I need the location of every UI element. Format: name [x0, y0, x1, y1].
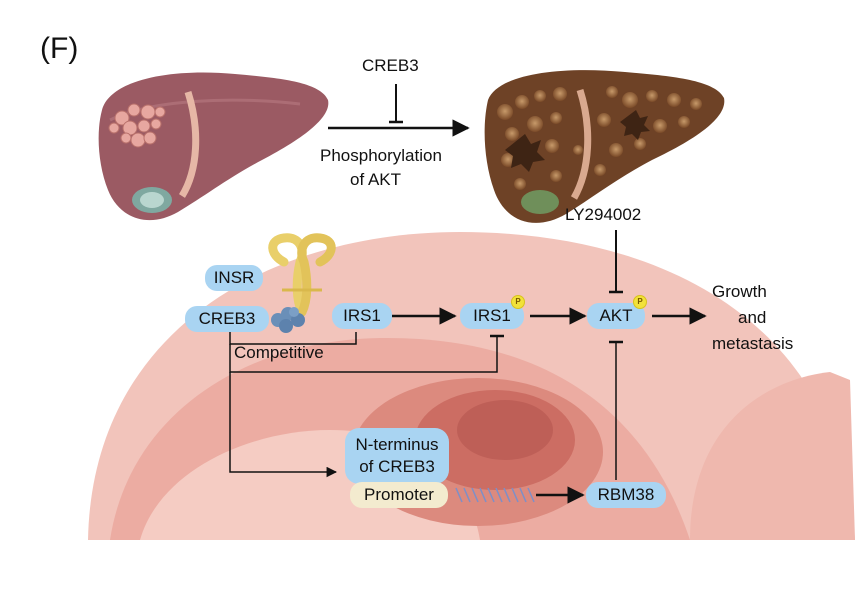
- creb3-node: CREB3: [185, 306, 269, 332]
- metastasis-label: metastasis: [712, 334, 794, 353]
- n-terminus-node: N-terminus of CREB3: [345, 428, 449, 484]
- akt-phospho-badge: P: [633, 295, 647, 309]
- irs1-phospho-badge: P: [511, 295, 525, 309]
- competitive-label: Competitive: [234, 343, 324, 362]
- creb3-to-nterminus-line: [229, 372, 338, 478]
- creb3-top-label: CREB3: [362, 56, 419, 75]
- creb3-to-irs1p-inhibition-line: [229, 336, 498, 373]
- irs1-node: IRS1: [332, 303, 392, 329]
- phosphorylation-label: Phosphorylation: [320, 146, 442, 165]
- ly294002-label: LY294002: [565, 205, 642, 224]
- rbm38-node: RBM38: [586, 482, 666, 508]
- panel-label: (F): [40, 32, 79, 65]
- n-terminus-line2: of CREB3: [359, 457, 435, 476]
- promoter-node: Promoter: [350, 482, 448, 508]
- creb3-protein-blob: [271, 307, 305, 333]
- n-terminus-line1: N-terminus: [355, 435, 439, 454]
- insr-node: INSR: [205, 265, 263, 291]
- and-label: and: [738, 308, 767, 327]
- irs1-phospho-node: IRS1: [460, 303, 524, 329]
- liver-tumor-illustration: [484, 70, 725, 223]
- liver-healthy-illustration: [98, 72, 329, 221]
- insr-receptor-illustration: [268, 233, 336, 317]
- competitive-bracket: [229, 332, 357, 345]
- growth-label: Growth: [712, 282, 767, 301]
- of-akt-label: of AKT: [350, 170, 402, 189]
- nucleus: [353, 378, 603, 526]
- dna-helix: [455, 487, 535, 503]
